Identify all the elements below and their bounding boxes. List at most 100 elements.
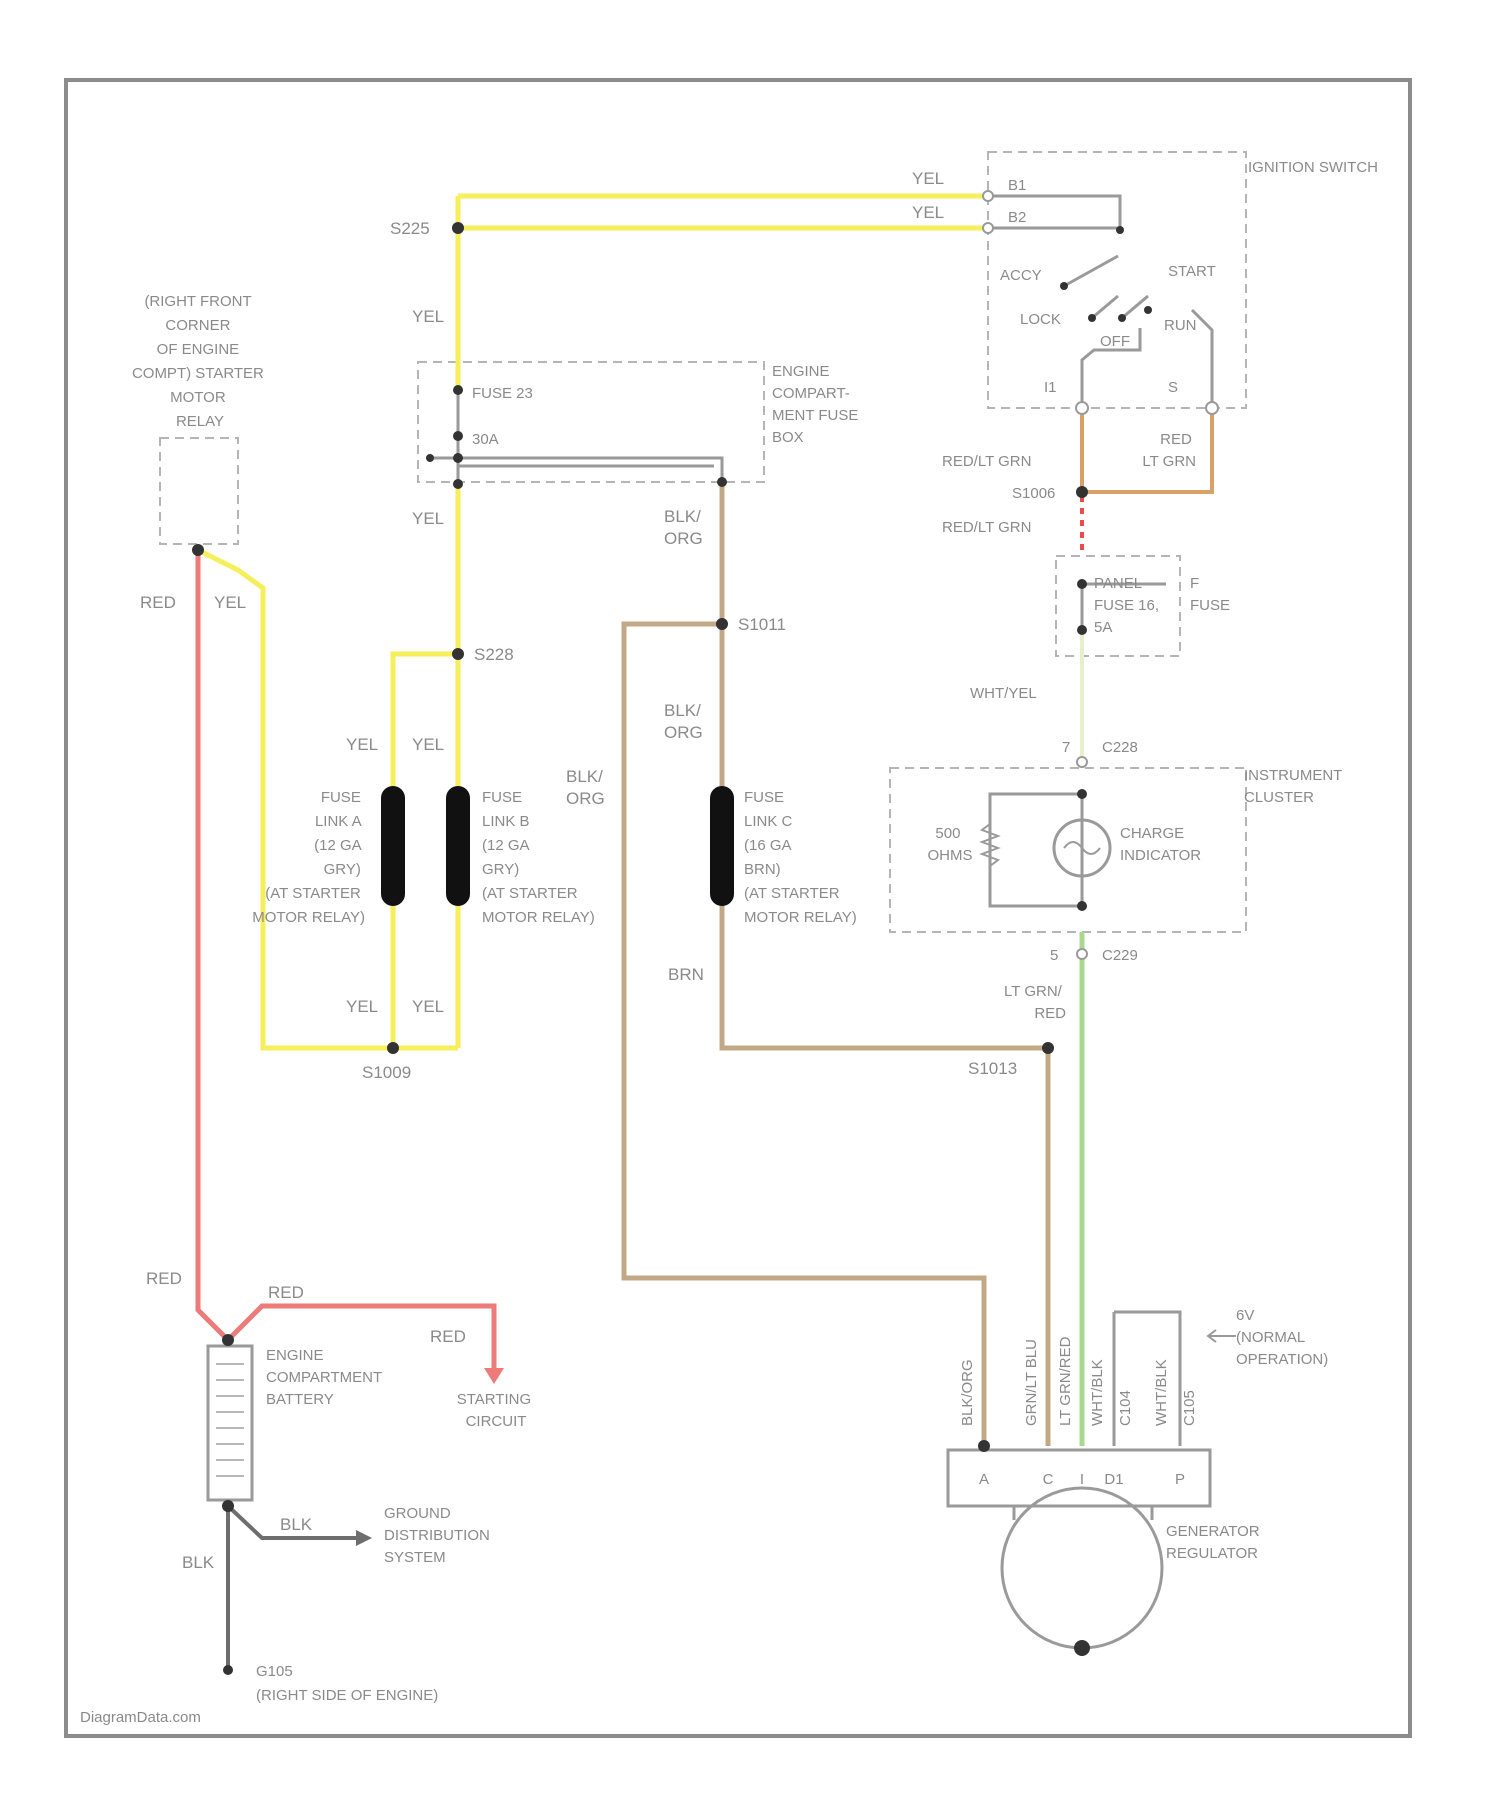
- switch-pin-i1-label: I1: [1044, 379, 1057, 396]
- wire-label-red-lt-grn-inline: RED/LT GRN: [942, 453, 1031, 470]
- wire-label-red-lt-grn-top: RED/LT GRN: [942, 519, 1031, 536]
- resistor-box: [990, 794, 1082, 906]
- wire-label-yel-b1: YEL: [912, 169, 944, 188]
- wire-label-blk-distribution: BLK: [280, 1515, 313, 1534]
- fusebox-right-dot: [717, 477, 727, 487]
- generator-pin-wire-0: BLK/ORG: [959, 1359, 976, 1426]
- generator-pin-1: C: [1043, 1471, 1054, 1488]
- ground-distribution-arrow: [356, 1530, 372, 1546]
- fuse-link-c-label: FUSE LINK C (16 GA BRN) (AT STARTER MOTO…: [744, 789, 857, 926]
- wire-label-yel-riser: YEL: [412, 307, 444, 326]
- wire-blk-org-generator: [624, 624, 984, 1446]
- fusebox-out-dot: [453, 479, 463, 489]
- fusebox-left-dot: [426, 454, 434, 462]
- generator-pin-wire-6: C105: [1181, 1390, 1198, 1426]
- splice-s225b-dot: [1076, 486, 1088, 498]
- switch-contact-run: [1092, 296, 1118, 318]
- wire-label-red-battery-2: RED: [268, 1283, 304, 1302]
- fuse23-mid-dot: [453, 431, 463, 441]
- generator-pin-3: D1: [1104, 1471, 1123, 1488]
- splice-s1011-label: S1011: [738, 615, 786, 634]
- wire-label-blk-org-fusebox: BLK/ ORG: [664, 507, 706, 548]
- switch-accy-contact: [1060, 282, 1068, 290]
- panel-fuse-top-dot: [1077, 579, 1087, 589]
- switch-pin-s-label: S: [1168, 379, 1178, 396]
- generator-pin-wire-4: C104: [1117, 1390, 1134, 1426]
- fuse-box-label: ENGINE COMPART- MENT FUSE BOX: [772, 363, 863, 446]
- switch-accy-label: ACCY: [1000, 267, 1042, 284]
- splice-s1006-label: S1006: [1012, 485, 1055, 502]
- battery-cells: [216, 1364, 244, 1476]
- switch-run-contact: [1144, 306, 1152, 314]
- wire-label-blk-ground: BLK: [182, 1553, 215, 1572]
- generator-pin-wire-3: WHT/BLK: [1089, 1359, 1106, 1426]
- wire-label-yel-relay: YEL: [214, 593, 246, 612]
- c229-pin: [1077, 949, 1087, 959]
- starting-circuit-label: STARTING CIRCUIT: [457, 1391, 536, 1430]
- switch-pin-b1: [983, 191, 993, 201]
- fuse-link-a-label: FUSE LINK A (12 GA GRY) (AT STARTER MOTO…: [252, 789, 365, 926]
- splice-s1013-label: S1013: [968, 1059, 1017, 1078]
- ignition-switch-label: IGNITION SWITCH: [1248, 159, 1378, 176]
- splice-s225-dot: [452, 222, 464, 234]
- wire-label-blk-org-link-c: BLK/ ORG: [664, 701, 706, 742]
- splice-s228-dot: [452, 648, 464, 660]
- fuse-link-c-body: [710, 786, 734, 906]
- cluster-top-dot: [1077, 789, 1087, 799]
- fuse-box-outline: [418, 362, 764, 482]
- c228-label: C228: [1102, 739, 1138, 756]
- wire-label-yel-b2: YEL: [912, 203, 944, 222]
- generator-ground-dot: [1074, 1640, 1090, 1656]
- switch-contact-off: [1122, 296, 1148, 318]
- panel-fuse-pin-label: F FUSE: [1190, 575, 1230, 614]
- wire-label-blk-org-left: BLK/ ORG: [566, 767, 608, 808]
- fuse23-top-dot: [453, 385, 463, 395]
- generator-pin-2: I: [1080, 1471, 1084, 1488]
- wire-label-yel-link-a-bot: YEL: [346, 997, 378, 1016]
- generator-pin-0: A: [979, 1471, 989, 1488]
- switch-pin-b2: [983, 223, 993, 233]
- switch-lock-contact: [1088, 314, 1096, 322]
- panel-fuse-bot-dot: [1077, 625, 1087, 635]
- switch-contact-accy: [1064, 256, 1118, 286]
- fuse-23-rating: 30A: [472, 431, 499, 448]
- splice-s1013-dot: [1042, 1042, 1054, 1054]
- switch-off-label: OFF: [1100, 333, 1130, 350]
- generator-pin-wire-1: GRN/LT BLU: [1023, 1339, 1040, 1426]
- battery-neg-dot: [222, 1500, 234, 1512]
- ground-distribution-label: GROUND DISTRIBUTION SYSTEM: [384, 1505, 494, 1566]
- splice-s1011-dot: [716, 618, 728, 630]
- switch-off-contact: [1118, 314, 1126, 322]
- generator-label: GENERATOR REGULATOR: [1166, 1523, 1264, 1562]
- fuse-23-label: FUSE 23: [472, 385, 533, 402]
- wire-label-yel-link-b-bot: YEL: [412, 997, 444, 1016]
- wire-label-red-lt-grn-s: RED LT GRN: [1142, 431, 1196, 470]
- wire-label-lt-grn-red: LT GRN/ RED: [1004, 983, 1066, 1022]
- instrument-cluster-label: INSTRUMENT CLUSTER: [1244, 767, 1346, 806]
- switch-start-label: START: [1168, 263, 1216, 280]
- splice-s225-label: S225: [390, 219, 430, 238]
- switch-run-label: RUN: [1164, 317, 1197, 334]
- wire-red-battery-relay: [198, 550, 228, 1340]
- generator-neck: [1014, 1506, 1152, 1520]
- switch-pin-s: [1206, 402, 1218, 414]
- wire-label-red-start: RED: [430, 1327, 466, 1346]
- battery-pos-dot: [222, 1334, 234, 1346]
- generator-pin-wire-2: LT GRN/RED: [1057, 1336, 1074, 1426]
- wire-label-red-battery: RED: [146, 1269, 182, 1288]
- wire-label-yel-link-b-top: YEL: [412, 735, 444, 754]
- ground-location-label: (RIGHT SIDE OF ENGINE): [256, 1687, 438, 1704]
- starter-relay-box: [160, 438, 238, 544]
- generator-pin-4: P: [1175, 1471, 1185, 1488]
- splice-s228-label: S228: [474, 645, 514, 664]
- c229-pin-label: 5: [1050, 947, 1058, 964]
- fusebox-bus-dot: [453, 453, 463, 463]
- switch-pin-i1: [1076, 402, 1088, 414]
- charge-indicator-label: CHARGE INDICATOR: [1120, 825, 1201, 864]
- splice-s1009-label: S1009: [362, 1063, 411, 1082]
- c229-label: C229: [1102, 947, 1138, 964]
- normal-op-arrow: [1208, 1330, 1236, 1342]
- starting-circuit-arrow: [484, 1368, 504, 1384]
- fuse-link-b-label: FUSE LINK B (12 GA GRY) (AT STARTER MOTO…: [482, 789, 595, 926]
